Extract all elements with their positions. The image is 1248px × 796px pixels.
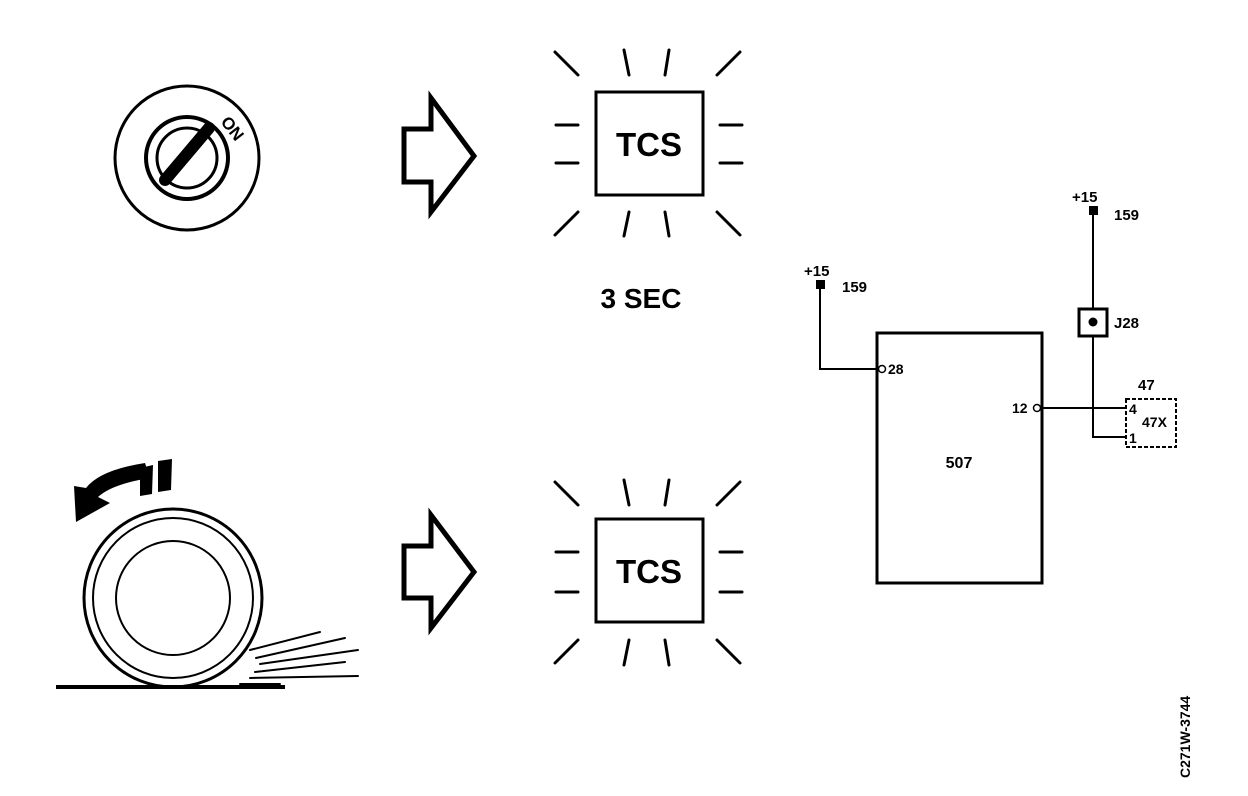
lamp-duration-label: 3 SEC [601,283,682,314]
tcs-lamp-bottom: TCS [553,478,744,667]
lamp-glow-rays-bottom [553,478,744,667]
wiring-schematic [816,206,1177,585]
ignition-switch-icon: ON [113,84,261,232]
arrow-right-icon-bottom [401,507,478,636]
supply-left-voltage: +15 [804,263,829,280]
junction-label: J28 [1114,315,1139,332]
ignition-on-label: ON [217,113,248,145]
arrow-right-icon-top [401,90,478,220]
lamp-glow-rays-top [553,48,744,238]
tcs-lamp-top: TCS 3 SEC [553,48,744,314]
connector-side-label: 47X [1142,414,1168,430]
supply-right-wire: 159 [1114,207,1139,224]
connector-pin-1: 1 [1129,430,1137,446]
module-label: 507 [946,455,973,472]
spray-lines [239,631,359,685]
tcs-lamp-bottom-label: TCS [616,553,682,590]
figure-code: C271W-3744 [1177,696,1193,778]
connector-pin-4: 4 [1129,401,1137,417]
spinning-wheel-icon [56,459,359,689]
tcs-lamp-top-label: TCS [616,126,682,163]
module-pin-28: 28 [888,361,904,377]
supply-right-voltage: +15 [1072,189,1097,206]
module-pin-12: 12 [1012,400,1028,416]
supply-left-wire: 159 [842,279,867,296]
connector-top-label: 47 [1138,377,1155,394]
